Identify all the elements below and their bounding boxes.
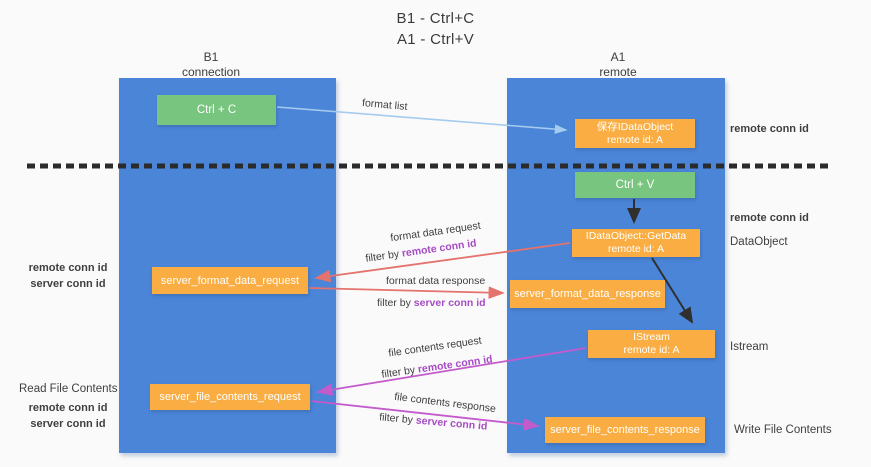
filter-by-text: filter by — [378, 411, 414, 427]
server-conn-id-keyword: server conn id — [413, 297, 486, 309]
edge-label-filter-server-1: filter by server conn id — [377, 297, 486, 309]
node-idataobject-getdata: IDataObject::GetData remote id: A — [572, 229, 700, 257]
filter-by-text: filter by — [364, 248, 400, 265]
node-istream-line2: remote id: A — [623, 344, 680, 356]
node-istream-line1: IStream — [633, 331, 670, 343]
lifeline-header-a1: A1 remote — [548, 50, 688, 80]
annotation-write-file-contents: Write File Contents — [734, 424, 832, 436]
diagram-title: B1 - Ctrl+C A1 - Ctrl+V — [0, 8, 871, 50]
lifeline-b1-subtitle: connection — [181, 65, 241, 79]
title-line-1: B1 - Ctrl+C — [396, 10, 475, 27]
lifeline-a1-title: A1 — [610, 50, 626, 64]
node-server-file-contents-response: server_file_contents_response — [545, 417, 705, 443]
node-getdata-line1: IDataObject::GetData — [585, 230, 687, 242]
node-ctrl-c: Ctrl + C — [157, 95, 276, 125]
annotation-remote-conn-id-top: remote conn id — [730, 123, 809, 135]
node-ctrl-v: Ctrl + V — [575, 172, 695, 198]
node-save-idataobject: 保存IDataObject remote id: A — [575, 119, 695, 148]
title-line-2: A1 - Ctrl+V — [396, 31, 475, 48]
edge-label-format-list: format list — [361, 97, 408, 113]
annotation-remote-conn-id-mid: remote conn id — [730, 212, 809, 224]
edge-label-file-contents-response: file contents response — [393, 390, 497, 416]
node-istream: IStream remote id: A — [588, 330, 715, 358]
node-server-file-contents-request: server_file_contents_request — [150, 384, 310, 410]
lifeline-b1-title: B1 — [203, 50, 219, 64]
annotation-left-server-conn-id-2: server conn id — [30, 418, 106, 430]
node-server-format-data-response: server_format_data_response — [510, 280, 665, 308]
annotation-left-server-conn-id: server conn id — [30, 278, 106, 290]
node-save-idataobject-line2: remote id: A — [606, 133, 664, 146]
annotation-left-remote-conn-id-2: remote conn id — [28, 402, 108, 414]
node-server-format-data-request: server_format_data_request — [152, 267, 308, 294]
filter-by-text: filter by — [380, 364, 416, 381]
edge-label-filter-remote-1: filter by remote conn id — [365, 237, 478, 264]
filter-by-text: filter by — [377, 297, 411, 309]
edge-label-filter-server-2: filter by server conn id — [379, 411, 488, 432]
annotation-dataobject: DataObject — [730, 236, 788, 248]
server-conn-id-keyword: server conn id — [415, 414, 488, 433]
lifeline-a1-subtitle: remote — [599, 65, 637, 79]
edge-label-format-data-response: format data response — [386, 275, 486, 287]
lifeline-header-b1: B1 connection — [141, 50, 281, 80]
remote-conn-id-keyword: remote conn id — [417, 353, 494, 376]
annotation-istream: Istream — [730, 341, 769, 353]
node-getdata-line2: remote id: A — [607, 243, 665, 255]
node-save-idataobject-line1: 保存IDataObject — [596, 120, 674, 133]
annotation-left-remote-conn-id: remote conn id — [28, 262, 108, 274]
annotation-read-file-contents: Read File Contents — [19, 383, 118, 395]
arrow-format-data-response — [308, 286, 505, 299]
